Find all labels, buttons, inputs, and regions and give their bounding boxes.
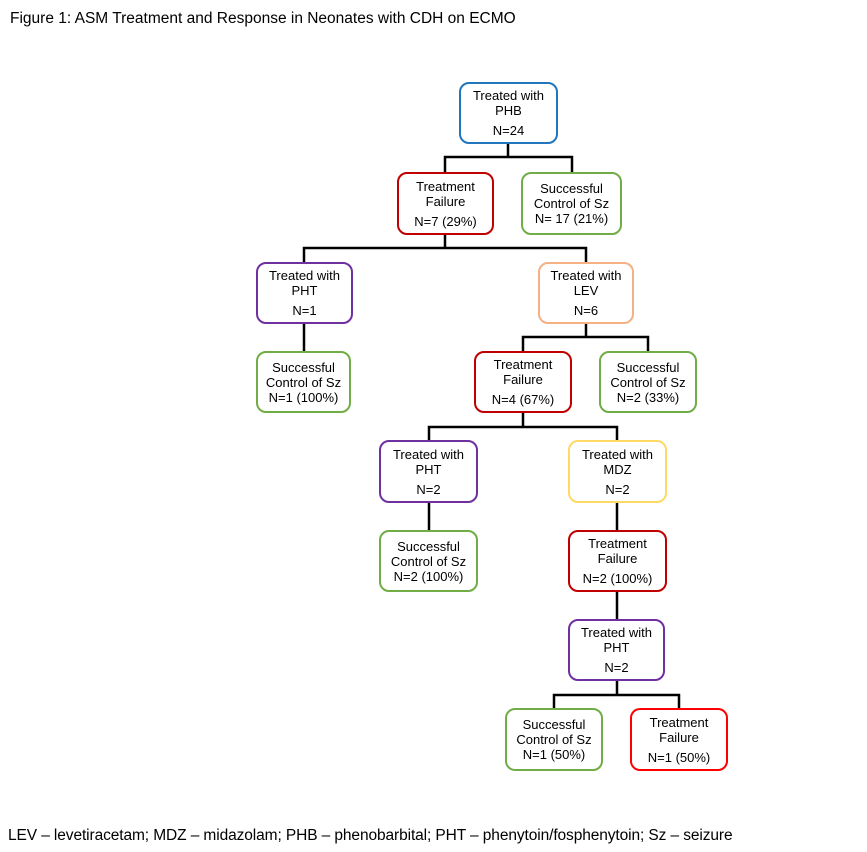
node-treated-lev: Treated with LEV N=6 xyxy=(538,262,634,324)
connector-phtthird-children xyxy=(552,681,681,708)
node-value: N=1 (50%) xyxy=(522,747,586,762)
node-treated-mdz: Treated with MDZ N=2 xyxy=(568,440,667,503)
node-value: N=2 (100%) xyxy=(582,571,653,586)
node-failure-mdz: Treatment Failure N=2 (100%) xyxy=(568,530,667,592)
node-value: N= 17 (21%) xyxy=(534,211,609,226)
node-label: Successful Control of Sz xyxy=(265,359,342,390)
node-value: N=2 xyxy=(604,660,629,675)
node-value: N=2 (100%) xyxy=(393,568,464,584)
node-value: N=2 xyxy=(416,481,441,497)
node-value: N=1 (100%) xyxy=(268,389,339,405)
node-label: Successful Control of Sz xyxy=(390,538,467,569)
node-label: Treated with MDZ xyxy=(581,446,654,477)
abbreviation-legend: LEV – levetiracetam; MDZ – midazolam; PH… xyxy=(8,827,733,844)
node-treated-pht-second: Treated with PHT N=2 xyxy=(379,440,478,503)
node-success-lev: Successful Control of Sz N=2 (33%) xyxy=(599,351,697,413)
node-value: N=24 xyxy=(492,123,525,138)
node-label: Treated with PHT xyxy=(392,446,465,477)
node-label: Treatment Failure xyxy=(588,536,647,566)
node-value: N=4 (67%) xyxy=(491,392,555,407)
node-value: N=2 (33%) xyxy=(616,389,680,405)
node-label: Successful Control of Sz xyxy=(533,181,610,211)
node-value: N=1 (50%) xyxy=(647,749,711,765)
node-success-pht-third: Successful Control of Sz N=1 (50%) xyxy=(505,708,603,771)
figure-title: Figure 1: ASM Treatment and Response in … xyxy=(10,10,516,27)
node-value: N=7 (29%) xyxy=(414,213,477,229)
node-label: Treated with PHT xyxy=(580,625,653,655)
node-label: Treatment Failure xyxy=(416,178,475,209)
node-failure-pht-third: Treatment Failure N=1 (50%) xyxy=(630,708,728,771)
connector-phb-children xyxy=(443,144,574,172)
node-value: N=2 xyxy=(605,481,630,497)
connector-failurephb-children xyxy=(302,235,588,262)
node-failure-phb: Treatment Failure N=7 (29%) xyxy=(397,172,494,235)
node-treated-phb: Treated with PHB N=24 xyxy=(459,82,558,144)
connector-lev-children xyxy=(521,324,650,351)
node-failure-lev: Treatment Failure N=4 (67%) xyxy=(474,351,572,413)
node-treated-pht-third: Treated with PHT N=2 xyxy=(568,619,665,681)
connector-failurelev-children xyxy=(427,413,619,440)
node-label: Treated with PHB xyxy=(472,88,545,118)
node-treated-pht-first: Treated with PHT N=1 xyxy=(256,262,353,324)
node-label: Successful Control of Sz xyxy=(610,359,686,390)
node-label: Treated with LEV xyxy=(550,268,622,298)
node-success-pht-second: Successful Control of Sz N=2 (100%) xyxy=(379,530,478,592)
node-label: Treatment Failure xyxy=(649,714,709,745)
node-label: Successful Control of Sz xyxy=(516,717,592,747)
node-label: Treatment Failure xyxy=(493,357,553,387)
node-label: Treated with PHT xyxy=(268,268,341,298)
node-success-phb: Successful Control of Sz N= 17 (21%) xyxy=(521,172,622,235)
node-value: N=1 xyxy=(292,303,317,318)
node-success-pht-first: Successful Control of Sz N=1 (100%) xyxy=(256,351,351,413)
node-value: N=6 xyxy=(573,303,599,318)
